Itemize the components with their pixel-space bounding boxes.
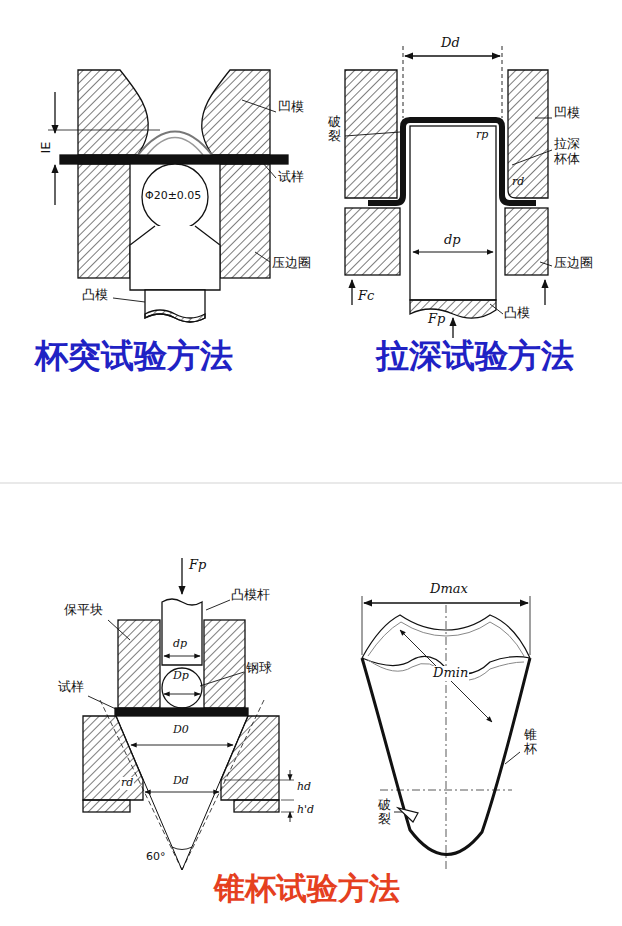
- part-name: 破裂: [378, 798, 391, 827]
- part-name: 钢球: [246, 661, 272, 676]
- part-name: 锥杯: [524, 728, 537, 757]
- part-name: 拉深杯体: [554, 137, 581, 167]
- conical-cup-figure: [362, 596, 530, 872]
- dimension-label: h'd: [297, 804, 314, 817]
- part-name: 压边圈: [272, 256, 311, 271]
- part-name: 保平块: [64, 603, 103, 618]
- method-title: 锥杯试验方法: [214, 870, 400, 907]
- cupping-test-figure: [48, 70, 288, 322]
- force-label: Fp: [428, 312, 445, 327]
- method-title: 杯突试验方法: [35, 336, 233, 376]
- dimension-label: Dp: [173, 670, 189, 683]
- dimension-label: hd: [297, 781, 311, 794]
- dimension-label: D0: [173, 724, 189, 737]
- dimension-label: Φ20±0.05: [145, 190, 201, 203]
- angle-label: 60°: [146, 851, 166, 864]
- dimension-label: rd: [120, 777, 134, 790]
- method-title: 拉深试验方法: [376, 336, 574, 376]
- force-label: Fc: [358, 289, 374, 304]
- dimension-label: rd: [512, 176, 524, 189]
- separator: [0, 482, 622, 484]
- deep-drawing-test-figure: [345, 46, 552, 338]
- force-label: Fp: [189, 558, 206, 573]
- dimension-label: Dd: [441, 36, 460, 51]
- dimension-label: rp: [476, 129, 488, 142]
- part-name: 凸模: [82, 288, 108, 303]
- conical-cup-test-figure: [83, 558, 294, 870]
- part-name: 试样: [278, 170, 304, 185]
- part-name: 凹模: [554, 106, 580, 121]
- dimension-label: Dmin: [432, 666, 469, 681]
- dimension-label: dp: [444, 233, 461, 248]
- part-name: 凸模: [504, 306, 530, 321]
- dimension-label: IE: [39, 141, 54, 153]
- part-name: 压边圈: [554, 256, 593, 271]
- dimension-label: dp: [173, 638, 187, 651]
- part-name: 试样: [58, 680, 84, 695]
- dimension-label: Dd: [173, 775, 189, 788]
- part-name: 凸模杆: [231, 588, 270, 603]
- part-name: 破裂: [328, 115, 341, 144]
- dimension-label: Dmax: [430, 582, 468, 597]
- part-name: 凹模: [278, 100, 304, 115]
